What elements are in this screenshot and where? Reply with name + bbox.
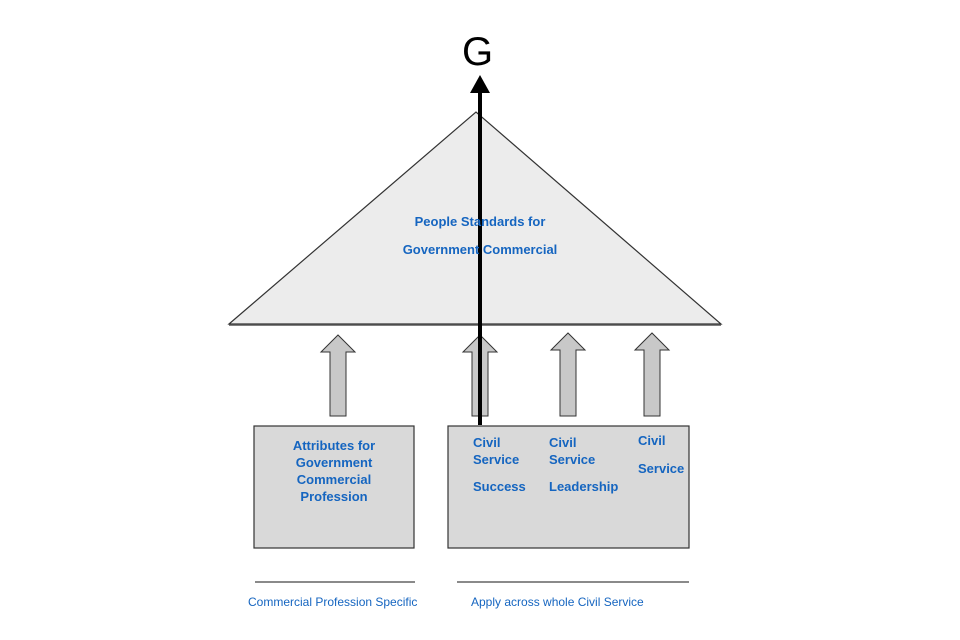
col3-line: Service bbox=[638, 461, 685, 476]
pyramid-label-line1: People Standards for bbox=[414, 214, 546, 229]
footer-right-label: Apply across whole Civil Service bbox=[471, 595, 644, 609]
box-left-label: Attributes for Government Commercial Pro… bbox=[254, 437, 414, 505]
pyramid-label-line2: Government Commercial bbox=[402, 242, 558, 257]
block-arrow-1 bbox=[319, 334, 357, 417]
box-right bbox=[447, 425, 690, 549]
col1-line: Civil bbox=[473, 435, 501, 450]
box-right-col3: Civil Service bbox=[638, 432, 684, 477]
box-left bbox=[253, 425, 415, 549]
col3-line: Civil bbox=[638, 433, 666, 448]
box-left-line: Government bbox=[295, 455, 373, 470]
box-right-col1: Civil Service Success bbox=[473, 434, 526, 495]
box-left-line: Attributes for bbox=[292, 438, 376, 453]
col1-line: Success bbox=[473, 479, 526, 494]
col2-line: Civil bbox=[549, 435, 577, 450]
col2-line: Service bbox=[549, 452, 596, 467]
block-arrow-3 bbox=[549, 332, 587, 417]
col2-line: Leadership bbox=[549, 479, 619, 494]
box-left-line: Profession bbox=[300, 489, 368, 504]
pyramid-triangle bbox=[227, 111, 723, 325]
goal-label: G bbox=[462, 30, 494, 74]
col1-line: Service bbox=[473, 452, 520, 467]
block-arrow-4 bbox=[633, 332, 671, 417]
box-right-col2: Civil Service Leadership bbox=[549, 434, 618, 495]
pyramid-label: People Standards for Government Commerci… bbox=[360, 208, 600, 264]
footer-left-label: Commercial Profession Specific bbox=[248, 595, 418, 609]
box-left-line: Commercial bbox=[296, 472, 372, 487]
goal-arrow-head bbox=[470, 75, 490, 93]
